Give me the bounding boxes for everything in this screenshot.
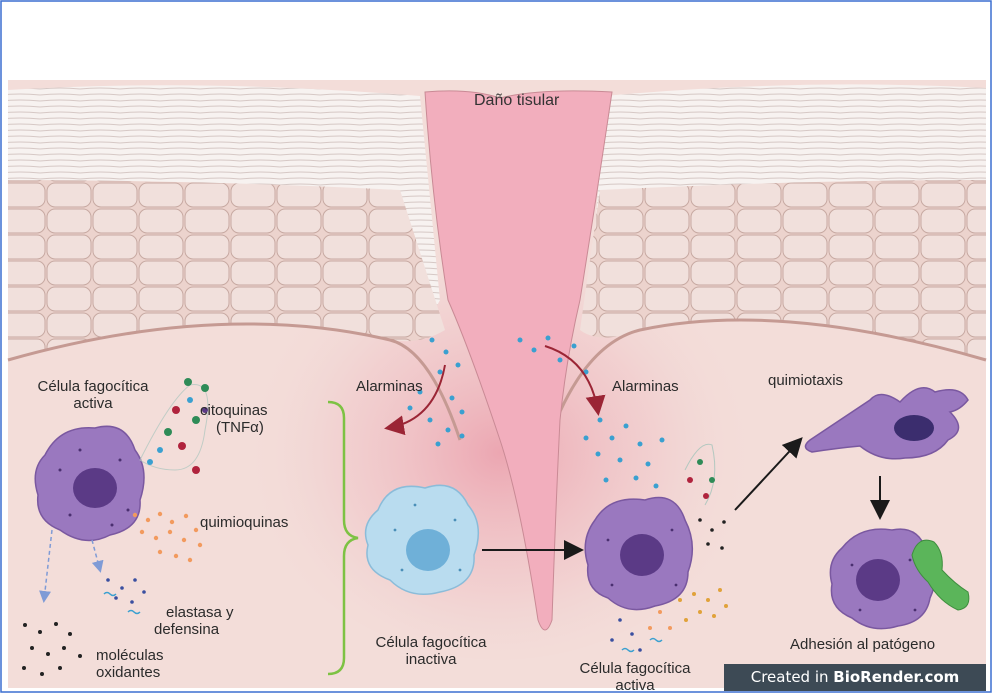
alarmins-label-right: Alarminas — [612, 378, 679, 395]
alarmins-label-left: Alarminas — [356, 378, 423, 395]
active-cell-right-line1: Célula fagocítica — [560, 660, 710, 677]
elastase-line2: defensina — [154, 621, 234, 638]
inactive-cell-line2: inactiva — [356, 651, 506, 668]
chemokines-label: quimioquinas — [200, 514, 288, 531]
oxidants-label: moléculas oxidantes — [96, 647, 164, 681]
inactive-cell-line1: Célula fagocítica — [356, 634, 506, 651]
biorender-credit: Created in BioRender.com — [724, 664, 986, 691]
active-cell-left-line2: activa — [18, 395, 168, 412]
oxidants-line2: oxidantes — [96, 664, 164, 681]
active-cell-left-line1: Célula fagocítica — [18, 378, 168, 395]
active-cell-right-line2: activa — [560, 677, 710, 693]
credit-brand: BioRender.com — [833, 668, 959, 686]
elastase-line1: elastasa y — [154, 604, 234, 621]
adhesion-label: Adhesión al patógeno — [790, 636, 935, 653]
active-cell-left-label: Célula fagocítica activa — [18, 378, 168, 412]
cytokines-line2: (TNFα) — [200, 419, 268, 436]
active-phagocyte-right — [585, 498, 692, 610]
inactive-cell-label: Célula fagocítica inactiva — [356, 634, 506, 668]
elastase-label: elastasa y defensina — [154, 604, 234, 638]
active-cell-right-label: Célula fagocítica activa — [560, 660, 710, 693]
cytokines-label: citoquinas (TNFα) — [200, 402, 268, 436]
credit-prefix: Created in — [751, 668, 834, 686]
cytokines-line1: citoquinas — [200, 402, 268, 419]
chemotaxis-label: quimiotaxis — [768, 372, 843, 389]
oxidants-line1: moléculas — [96, 647, 164, 664]
wound-label: Daño tisular — [474, 92, 559, 109]
